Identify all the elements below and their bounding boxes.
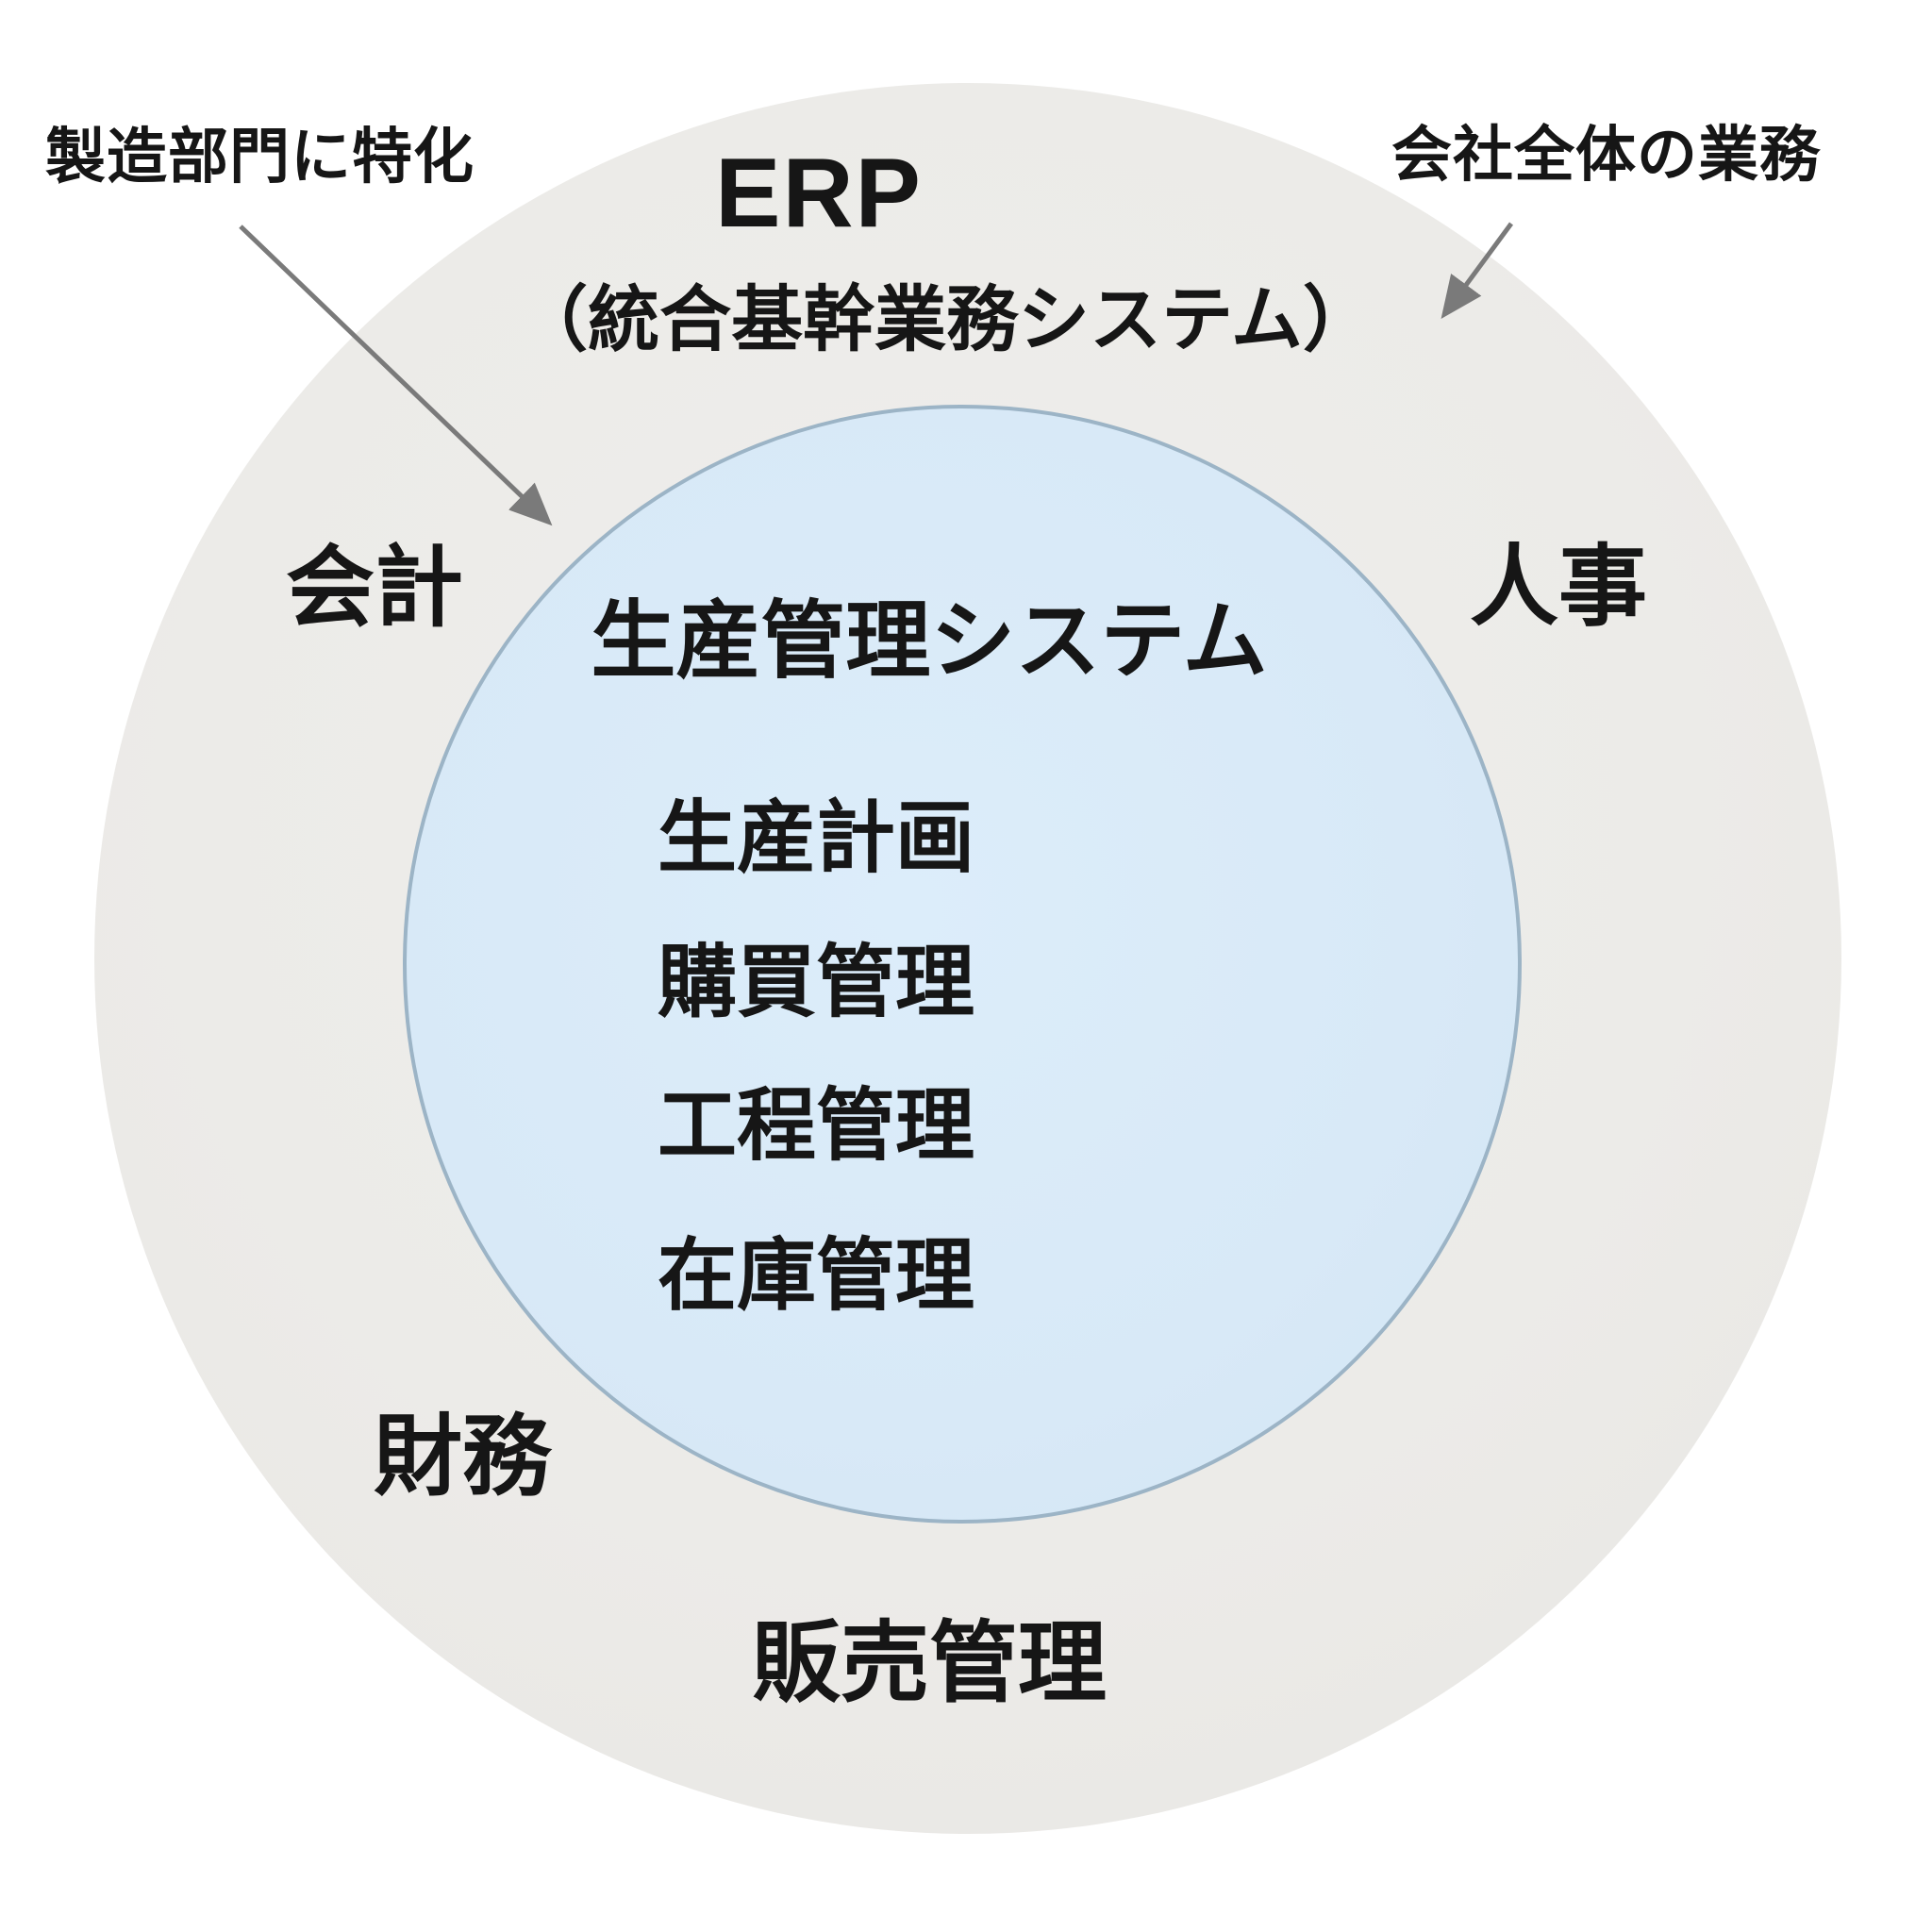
production-management-inner-circle — [403, 405, 1522, 1524]
inner-item-process-management: 工程管理 — [657, 1081, 975, 1170]
inner-item-purchasing-management: 購買管理 — [657, 938, 975, 1026]
module-sales: 販売管理 — [751, 1613, 1108, 1712]
module-accounting: 会計 — [285, 538, 464, 637]
erp-title: ERP — [715, 139, 923, 248]
inner-item-production-planning: 生産計画 — [657, 793, 975, 882]
annotation-company-wide-operations: 会社全体の業務 — [1391, 121, 1821, 189]
module-hr: 人事 — [1469, 537, 1648, 636]
annotation-manufacturing-specialized: 製造部門に特化 — [45, 123, 475, 191]
module-finance: 財務 — [373, 1407, 552, 1506]
inner-item-inventory-management: 在庫管理 — [657, 1231, 975, 1320]
inner-circle-title: 生産管理システム — [591, 594, 1268, 689]
erp-subtitle: （統合基幹業務システム） — [516, 280, 1374, 360]
